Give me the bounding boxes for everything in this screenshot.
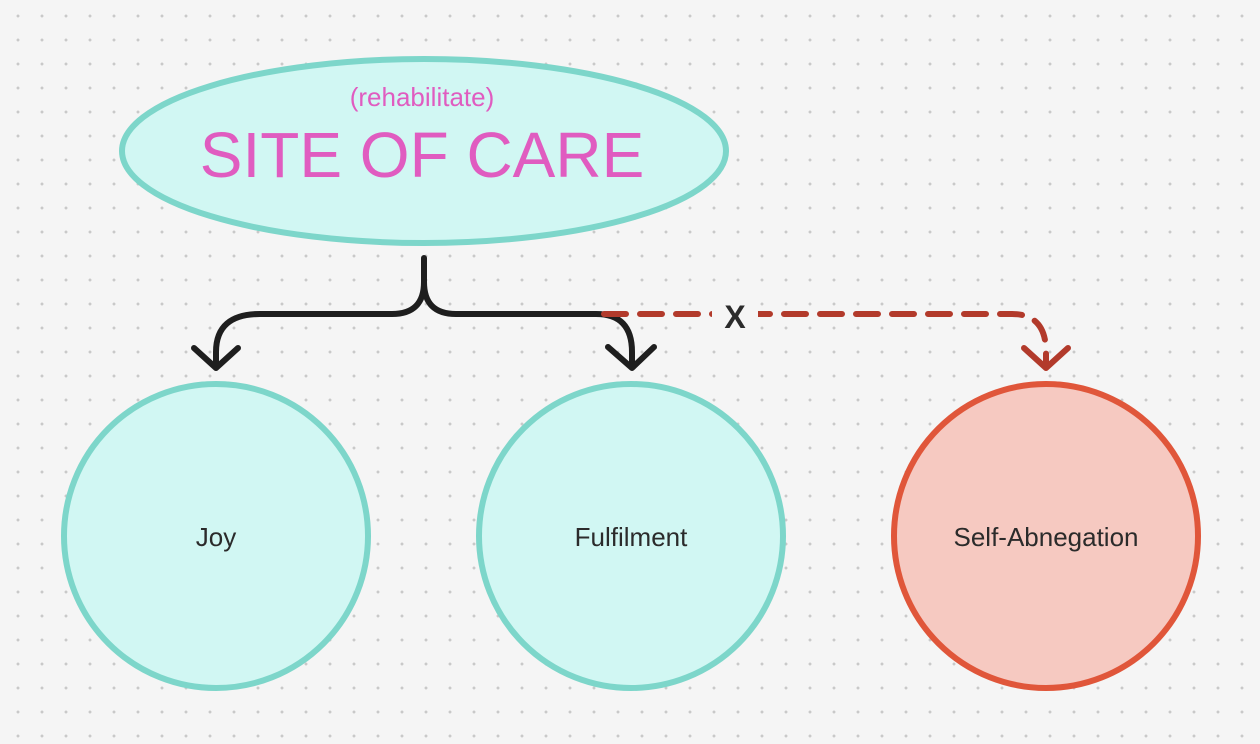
joy-label: Joy xyxy=(196,522,236,552)
self-abnegation-node[interactable]: Self-Abnegation xyxy=(891,381,1201,691)
joy-circle xyxy=(61,381,371,691)
self-abnegation-circle xyxy=(891,381,1201,691)
site-of-care-ellipse xyxy=(119,56,729,246)
blocked-connector-dashed-path xyxy=(601,311,1049,365)
fulfilment-arrowhead xyxy=(605,344,657,371)
self-abnegation-arrowhead xyxy=(1021,345,1071,371)
joy-arrowhead xyxy=(191,345,241,371)
blocked-mark: X xyxy=(724,299,746,335)
joy-node[interactable]: Joy xyxy=(61,381,371,691)
connector-brace-path xyxy=(213,255,427,367)
self-abnegation-label: Self-Abnegation xyxy=(953,522,1138,552)
site-of-care-node[interactable]: (rehabilitate) SITE OF CARE xyxy=(119,56,729,246)
site-of-care-title: SITE OF CARE xyxy=(200,119,645,191)
fulfilment-node[interactable]: Fulfilment xyxy=(476,381,786,691)
blocked-connector[interactable] xyxy=(601,311,1071,371)
connector-brace-path-right xyxy=(421,279,635,367)
fulfilment-label: Fulfilment xyxy=(575,522,688,552)
fulfilment-circle xyxy=(476,381,786,691)
blocked-mark-background xyxy=(712,296,758,336)
site-of-care-subtitle: (rehabilitate) xyxy=(350,82,495,112)
care-connector[interactable] xyxy=(191,255,657,371)
